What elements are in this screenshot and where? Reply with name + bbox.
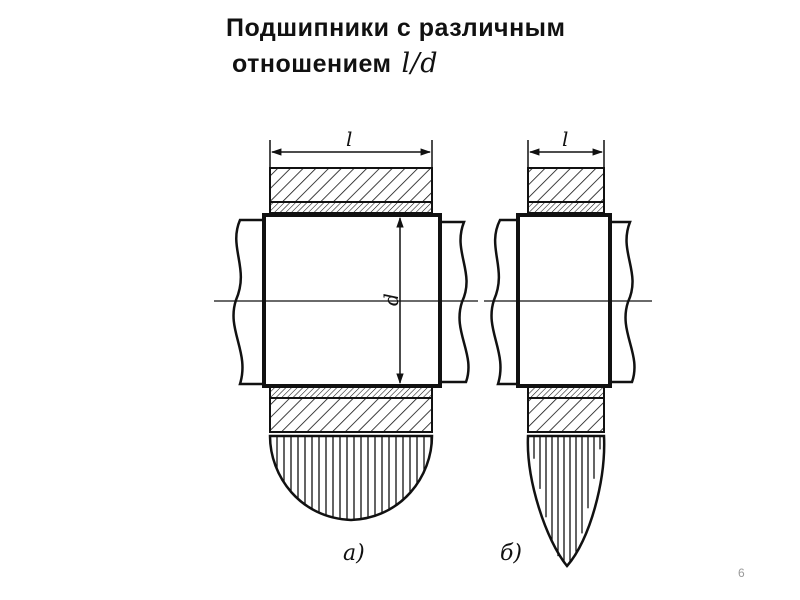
bearing-b-caption: б) (500, 541, 522, 566)
bearing-a-housing-top (269, 167, 433, 203)
title-line-2-text: отношением (232, 50, 392, 78)
bearing-a-shaft-right (440, 220, 470, 384)
bearing-b-pressure-diagram (526, 434, 606, 568)
bearing-b-shaft-left (490, 218, 520, 386)
title-line-2: отношением l/d (226, 46, 666, 82)
slide-number: 6 (738, 566, 745, 580)
bearing-a-pressure-diagram (268, 434, 434, 522)
bearing-a-housing-bottom (269, 397, 433, 433)
bearing-b: l б) (484, 127, 652, 568)
title-ratio: l/d (401, 48, 439, 79)
bearing-b-liner-bottom (527, 386, 605, 399)
bearing-a-caption: а) (343, 541, 365, 566)
bearing-b-housing-bottom (527, 397, 605, 433)
bearing-b-housing-top (527, 167, 605, 203)
bearing-a: l d а) (214, 127, 478, 566)
bearing-a-liner-top (269, 201, 433, 214)
bearing-a-length-label: l (346, 127, 352, 151)
bearing-a-diameter-label: d (379, 293, 403, 306)
bearing-b-length-label: l (562, 127, 568, 151)
bearing-a-shaft-left (232, 218, 262, 386)
bearing-b-shaft-right (610, 220, 636, 384)
bearing-a-liner-bottom (269, 386, 433, 399)
slide-title: Подшипники с различным отношением l/d (226, 10, 666, 82)
bearing-b-liner-top (527, 201, 605, 214)
title-line-1: Подшипники с различным (226, 14, 566, 42)
